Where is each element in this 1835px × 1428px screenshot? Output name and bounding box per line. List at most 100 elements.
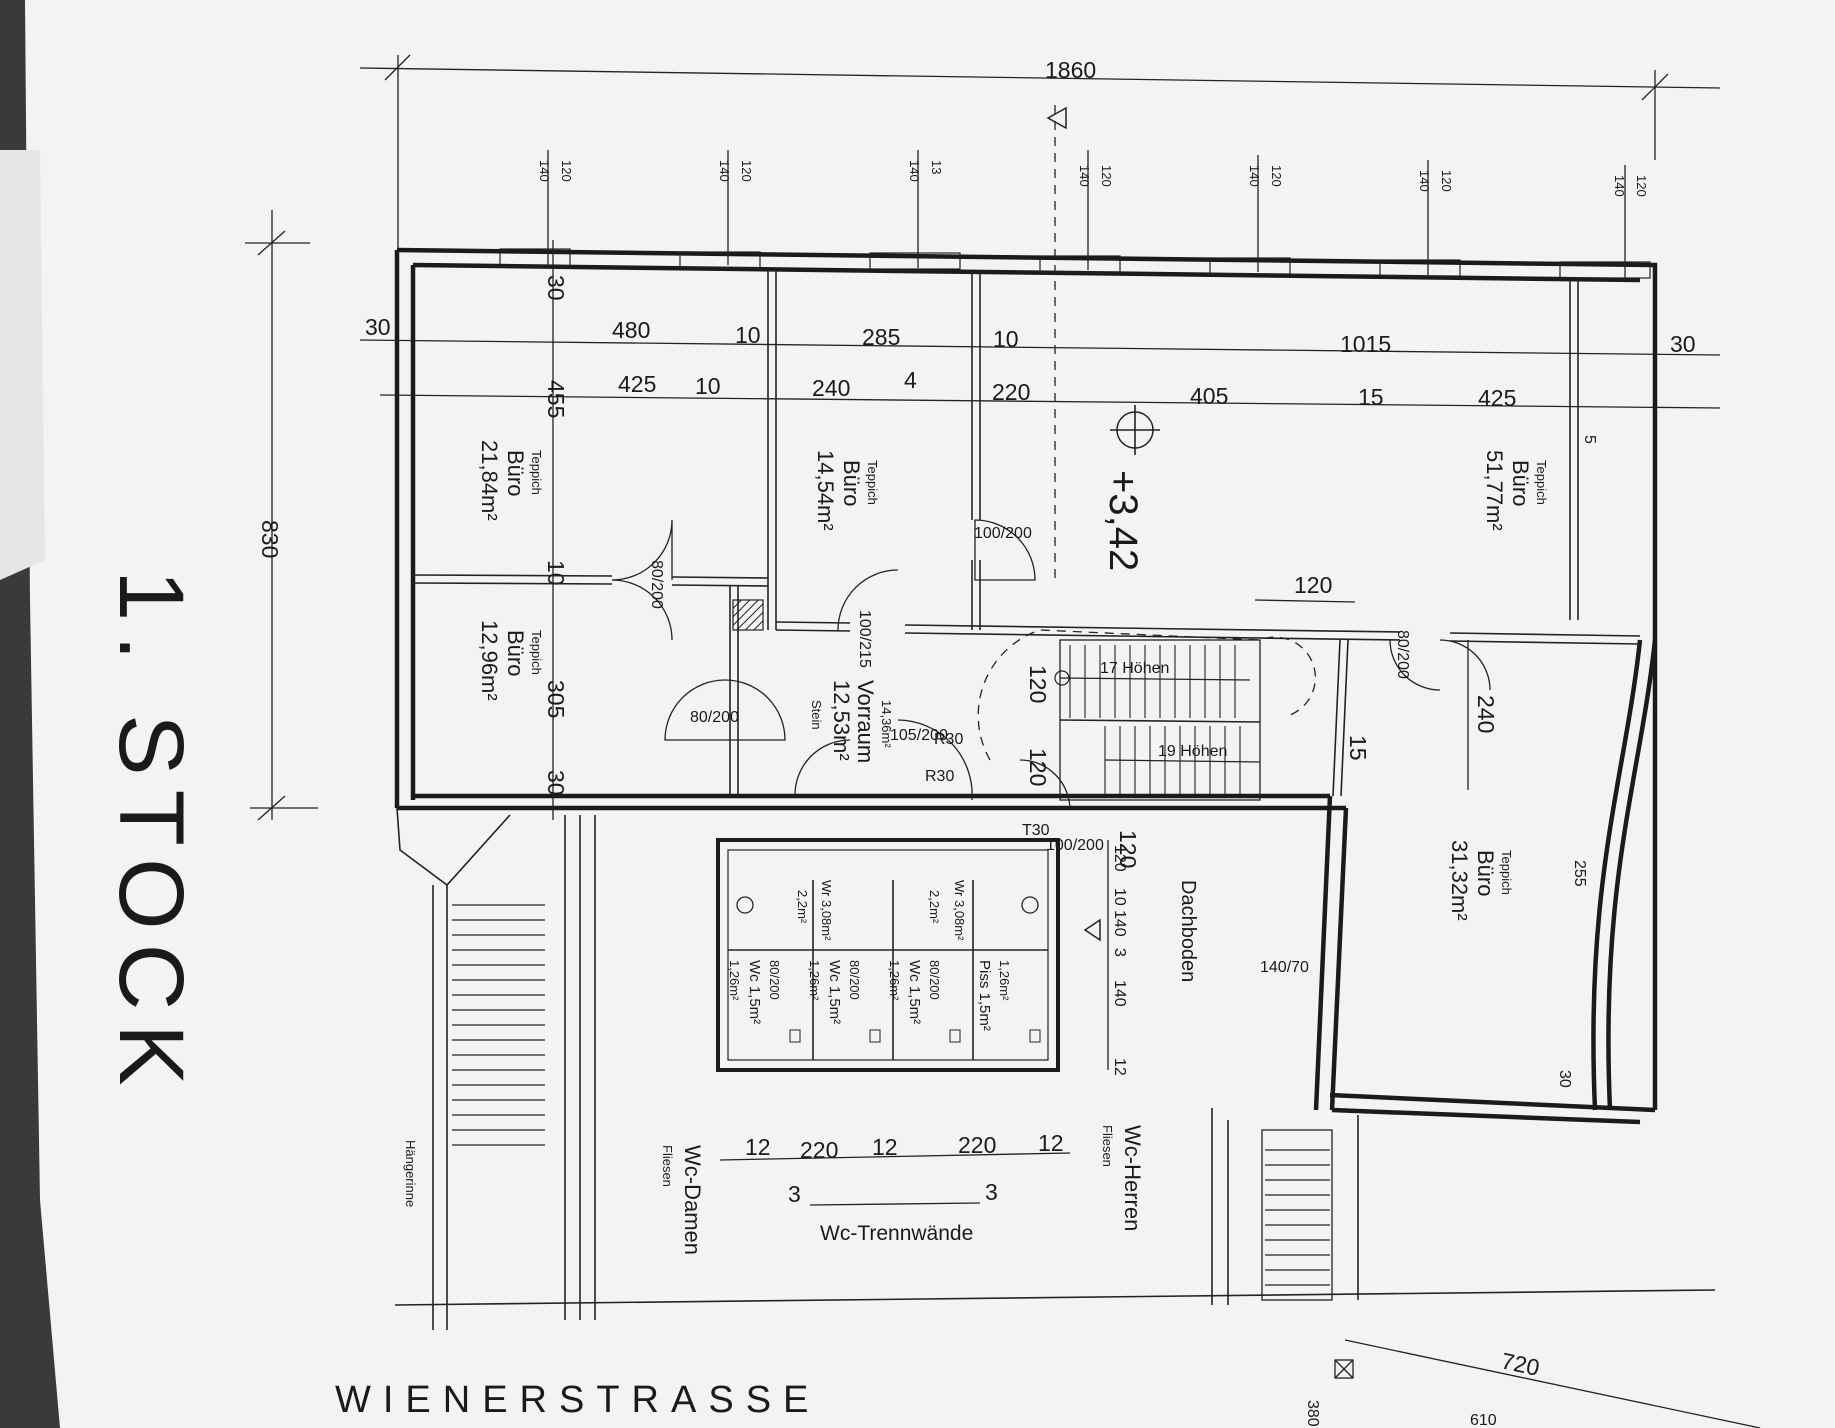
svg-text:425: 425 <box>618 371 656 397</box>
svg-text:80/200: 80/200 <box>767 960 782 1000</box>
svg-text:2,2m²: 2,2m² <box>927 890 942 924</box>
svg-text:1,26m²: 1,26m² <box>887 960 902 1001</box>
overall-width: 1860 <box>1045 57 1096 83</box>
svg-text:105/200: 105/200 <box>890 727 948 744</box>
svg-text:80/200: 80/200 <box>690 709 739 726</box>
svg-text:120: 120 <box>1294 572 1332 598</box>
svg-text:30: 30 <box>543 275 569 301</box>
svg-text:480: 480 <box>612 317 650 343</box>
stair-upper: 17 Höhen <box>1100 660 1169 677</box>
room-office-4: Teppich Büro 12,96m² <box>477 620 544 701</box>
svg-text:140: 140 <box>537 160 552 182</box>
svg-text:120: 120 <box>1269 165 1284 187</box>
svg-text:380: 380 <box>1304 1400 1321 1427</box>
wc-block <box>716 838 1060 1072</box>
svg-text:Wc 1,5m²: Wc 1,5m² <box>826 960 843 1024</box>
svg-text:12: 12 <box>745 1134 771 1160</box>
stair-dims: 120 120 120 120 15 240 <box>1025 572 1499 868</box>
room-office-2: Teppich Büro 14,54m² <box>813 450 880 531</box>
svg-text:100/200: 100/200 <box>1046 837 1104 854</box>
svg-text:+3,42: +3,42 <box>1101 470 1145 571</box>
svg-text:Fliesen: Fliesen <box>660 1145 675 1187</box>
section-marker <box>1046 105 1101 942</box>
svg-text:12: 12 <box>1038 1130 1064 1156</box>
svg-text:15: 15 <box>1358 384 1384 410</box>
svg-text:4: 4 <box>904 367 917 393</box>
svg-text:120: 120 <box>739 160 754 182</box>
wc-trennwaende: Wc-Trennwände <box>820 1222 973 1245</box>
svg-text:12,96m²: 12,96m² <box>477 620 502 701</box>
svg-text:1,26m²: 1,26m² <box>807 960 822 1001</box>
svg-text:220: 220 <box>958 1132 996 1158</box>
svg-text:Teppich: Teppich <box>865 460 880 505</box>
stair-lower: 19 Höhen <box>1158 743 1227 760</box>
svg-text:R30: R30 <box>934 731 963 748</box>
svg-text:80/200: 80/200 <box>927 960 942 1000</box>
svg-text:Büro: Büro <box>1473 850 1498 896</box>
svg-text:T30: T30 <box>1022 822 1050 839</box>
svg-text:Büro: Büro <box>503 450 528 496</box>
svg-text:1015: 1015 <box>1340 331 1391 357</box>
exterior-stair-left: Hängerinne <box>394 807 1716 1330</box>
svg-text:140: 140 <box>717 160 732 182</box>
svg-text:120: 120 <box>1439 170 1454 192</box>
svg-text:Fliesen: Fliesen <box>1100 1125 1115 1167</box>
svg-text:140: 140 <box>1612 175 1627 197</box>
paper-edge <box>0 150 45 580</box>
room-office-3: Teppich Büro 51,77m² <box>1482 450 1549 531</box>
wc-dimensions: 12 220 12 220 12 3 3 Wc-Trennwände Wc-Da… <box>660 1125 1145 1255</box>
svg-text:12: 12 <box>872 1134 898 1160</box>
svg-text:51,77m²: 51,77m² <box>1482 450 1507 531</box>
svg-text:100/200: 100/200 <box>974 525 1032 542</box>
svg-text:100/215: 100/215 <box>856 610 873 668</box>
svg-text:140: 140 <box>907 160 922 182</box>
svg-text:1,26m²: 1,26m² <box>727 960 742 1001</box>
svg-text:140/70: 140/70 <box>1260 959 1309 976</box>
svg-text:Teppich: Teppich <box>529 450 544 495</box>
svg-text:80/200: 80/200 <box>847 960 862 1000</box>
svg-text:3: 3 <box>1111 948 1128 957</box>
svg-text:30: 30 <box>543 770 569 796</box>
svg-text:Wr 3,08m²: Wr 3,08m² <box>952 880 967 941</box>
wc-labels: 80/200 Wc 1,5m² 1,26m² 80/200 Wc 1,5m² 1… <box>727 880 1012 1031</box>
street-name: WIENERSTRASSE <box>335 1379 820 1421</box>
svg-text:120: 120 <box>1634 175 1649 197</box>
svg-text:Teppich: Teppich <box>1499 850 1514 895</box>
floor-title-group: 1. STOCK <box>100 570 202 1100</box>
svg-text:305: 305 <box>543 680 569 718</box>
svg-text:285: 285 <box>862 324 900 350</box>
room-office-1: Teppich Büro 21,84m² <box>477 440 544 521</box>
svg-text:31,32m²: 31,32m² <box>1447 840 1472 921</box>
svg-text:120: 120 <box>1099 165 1114 187</box>
svg-text:Wr 3,08m²: Wr 3,08m² <box>819 880 834 941</box>
svg-text:610: 610 <box>1470 1412 1497 1428</box>
svg-text:10: 10 <box>1111 888 1128 906</box>
svg-text:120: 120 <box>1025 748 1051 786</box>
svg-text:Büro: Büro <box>1508 460 1533 506</box>
svg-text:Wc 1,5m²: Wc 1,5m² <box>746 960 763 1024</box>
svg-text:12: 12 <box>1111 1058 1128 1076</box>
doors <box>611 519 1491 811</box>
svg-text:R30: R30 <box>925 768 954 785</box>
svg-text:10: 10 <box>735 322 761 348</box>
svg-text:Vorraum: Vorraum <box>853 680 878 763</box>
svg-text:80/200: 80/200 <box>648 560 665 609</box>
svg-text:3: 3 <box>985 1179 998 1205</box>
room-office-5: Teppich Büro 31,32m² <box>1447 840 1514 921</box>
svg-text:405: 405 <box>1190 383 1228 409</box>
staircase: 17 Höhen 19 Höhen <box>977 629 1317 801</box>
top-windows <box>499 248 1651 279</box>
svg-text:1,26m²: 1,26m² <box>997 960 1012 1001</box>
svg-text:80/200: 80/200 <box>1394 630 1411 679</box>
svg-text:120: 120 <box>1115 830 1141 868</box>
svg-text:12,53m²: 12,53m² <box>829 680 854 761</box>
dimension-row-2: 425 10 240 4 220 405 15 425 <box>379 367 1721 411</box>
svg-text:10: 10 <box>695 373 721 399</box>
svg-text:Büro: Büro <box>503 630 528 676</box>
svg-text:140: 140 <box>1111 980 1128 1007</box>
svg-text:140: 140 <box>1247 165 1262 187</box>
svg-text:455: 455 <box>543 380 569 418</box>
svg-text:120: 120 <box>1025 665 1051 703</box>
svg-text:30: 30 <box>365 314 391 340</box>
